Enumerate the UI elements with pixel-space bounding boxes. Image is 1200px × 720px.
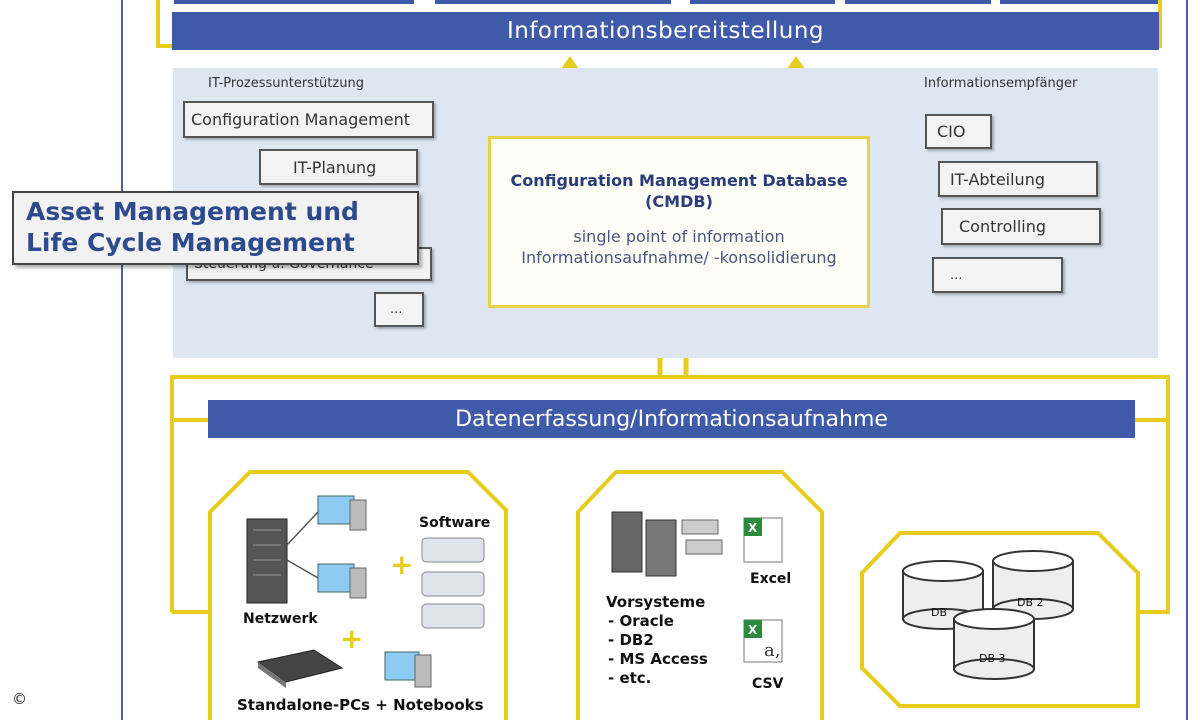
copyright-icon: © xyxy=(12,690,27,708)
left-item-more: ... xyxy=(374,292,424,327)
netzwerk-label: Netzwerk xyxy=(243,611,318,627)
plus-sign: + xyxy=(390,548,414,581)
database-icon xyxy=(953,608,1035,680)
top-stub xyxy=(690,0,835,4)
cmdb-line1: single point of information xyxy=(573,227,785,246)
excel-file-icon: X xyxy=(743,517,783,563)
csv-file-icon: X a, xyxy=(743,619,783,663)
source-frame-databases xyxy=(860,531,1140,708)
ms-access-label: - MS Access xyxy=(608,650,708,668)
computer-icon xyxy=(384,651,432,688)
db-label: DB xyxy=(931,606,948,619)
right-item-more: ... xyxy=(932,257,1063,293)
top-stub xyxy=(435,0,671,4)
left-item-configuration-management: Configuration Management xyxy=(183,101,434,138)
top-stub xyxy=(1000,0,1158,4)
db3-label: DB 3 xyxy=(979,652,1006,665)
plus-sign: + xyxy=(340,622,364,655)
scanner-icon xyxy=(256,649,344,688)
callout-line2: Life Cycle Management xyxy=(26,228,355,257)
right-group-heading: Informationsempfänger xyxy=(924,76,1078,91)
cmdb-abbr: (CMDB) xyxy=(645,192,713,211)
left-item-it-planung: IT-Planung xyxy=(259,149,418,185)
etc-label: - etc. xyxy=(608,669,652,687)
svg-text:a,: a, xyxy=(764,640,780,661)
frame-left-line xyxy=(121,0,123,720)
cmdb-line2: Informationsaufnahme/ -konsolidierung xyxy=(521,248,837,267)
top-bracket xyxy=(156,0,172,48)
data-capture-bar: Datenerfassung/Informationsaufnahme xyxy=(208,400,1135,438)
db2-label: - DB2 xyxy=(608,631,654,649)
csv-label: CSV xyxy=(752,676,784,692)
svg-text:X: X xyxy=(748,623,758,637)
software-stack-icon xyxy=(421,537,485,629)
source-frame-vorsysteme xyxy=(576,470,824,720)
information-provision-bar: Informationsbereitstellung xyxy=(172,12,1159,50)
software-label: Software xyxy=(419,515,491,531)
server-rack-icon xyxy=(611,511,723,577)
computer-icon xyxy=(317,495,367,531)
right-item-it-abteilung: IT-Abteilung xyxy=(938,161,1098,197)
db2-label: DB 2 xyxy=(1017,596,1044,609)
top-stub xyxy=(174,0,414,4)
callout-line1: Asset Management und xyxy=(26,197,359,226)
vorsysteme-label: Vorsysteme xyxy=(606,593,706,611)
svg-text:X: X xyxy=(748,521,758,535)
cmdb-title: Configuration Management Database xyxy=(510,171,848,190)
bottom-bracket xyxy=(170,375,1170,614)
source-frame-network xyxy=(208,470,508,720)
frame-right-line xyxy=(1186,0,1188,720)
cmdb-box: Configuration Management Database (CMDB)… xyxy=(488,136,870,308)
server-icon xyxy=(246,518,288,604)
top-bracket xyxy=(1158,0,1162,48)
excel-label: Excel xyxy=(750,571,792,587)
standalone-label: Standalone-PCs + Notebooks xyxy=(237,696,484,714)
computer-icon xyxy=(317,563,367,599)
left-group-heading: IT-Prozessunterstützung xyxy=(208,76,364,91)
oracle-label: - Oracle xyxy=(608,612,674,630)
top-stub xyxy=(845,0,991,4)
right-item-cio: CIO xyxy=(925,114,992,149)
asset-management-callout: Asset Management und Life Cycle Manageme… xyxy=(12,191,419,265)
right-item-controlling: Controlling xyxy=(941,208,1101,245)
